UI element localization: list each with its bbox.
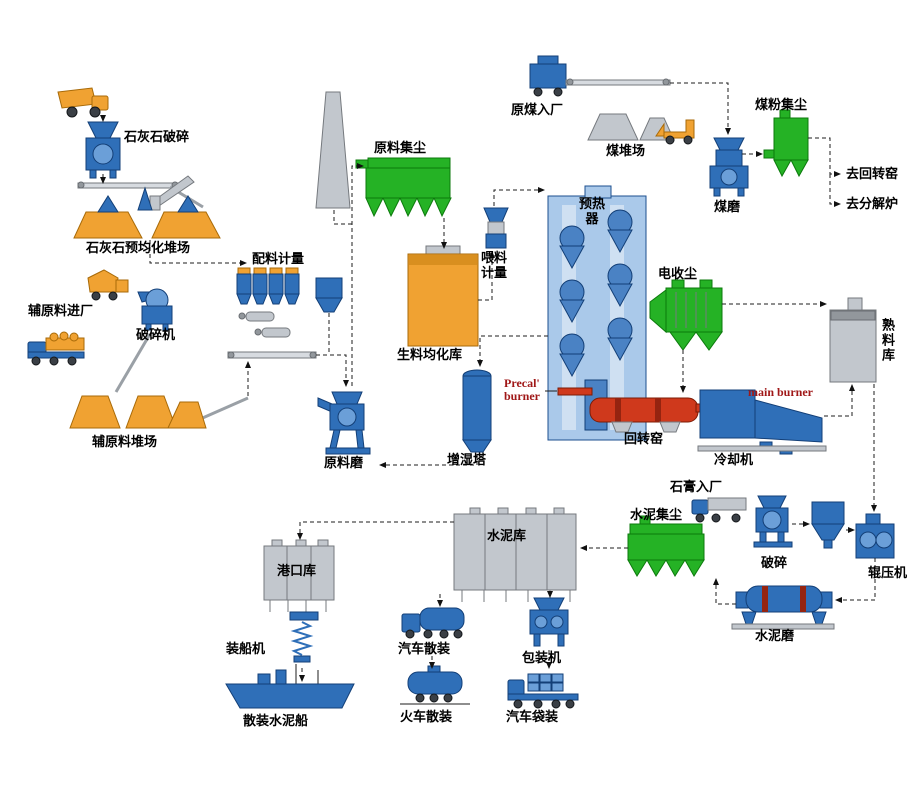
label-to-calciner: 去分解炉 xyxy=(846,196,899,211)
label-aux-material-entry: 辅原料进厂 xyxy=(28,303,94,318)
label-crusher-machine: 破碎机 xyxy=(136,327,176,342)
label-bulk-cement-ship: 散装水泥船 xyxy=(243,713,309,728)
label-crushing: 破碎 xyxy=(761,555,788,570)
precalciner-burner xyxy=(545,387,593,396)
cement-dust-collector xyxy=(627,515,705,577)
label-raw-material-dust: 原料集尘 xyxy=(374,140,427,155)
label-preheater: 预热器 xyxy=(578,196,605,226)
label-precal-burner: Precal' burner xyxy=(504,376,540,403)
feed-metering-unit xyxy=(483,207,509,249)
label-coal-mill: 煤磨 xyxy=(714,199,741,214)
clinker-silo xyxy=(829,297,877,383)
label-raw-coal-entry: 原煤入厂 xyxy=(511,102,564,117)
humidifying-tower xyxy=(462,369,492,453)
label-truck-bag: 汽车袋装 xyxy=(506,709,559,724)
grate-cooler xyxy=(695,389,827,455)
raw-meal-silo xyxy=(407,245,479,347)
label-roller-press: 辊压机 xyxy=(868,565,908,580)
cement-mill xyxy=(731,585,835,630)
label-cement-silo: 水泥库 xyxy=(487,528,527,543)
raw-mill xyxy=(317,391,371,455)
label-coal-powder-dust: 煤粉集尘 xyxy=(755,97,808,112)
bag-truck xyxy=(507,673,579,709)
label-gypsum-entry: 石膏入厂 xyxy=(670,479,723,494)
aux-conveyors xyxy=(114,333,249,422)
label-raw-mill: 原料磨 xyxy=(324,455,364,470)
label-packing-machine: 包装机 xyxy=(522,650,562,665)
label-esp: 电收尘 xyxy=(658,266,698,281)
aux-mixer-truck xyxy=(87,269,129,301)
limestone-stacker xyxy=(137,175,195,211)
label-port-silo: 港口库 xyxy=(277,563,317,578)
label-cooler: 冷却机 xyxy=(714,452,754,467)
label-ship-loader: 装船机 xyxy=(226,641,266,656)
label-humidifying-tower: 增湿塔 xyxy=(447,452,487,467)
label-truck-bulk: 汽车散装 xyxy=(398,641,451,656)
aux-crusher xyxy=(137,288,173,331)
press-feed-hopper xyxy=(811,501,845,549)
label-rotary-kiln: 回转窑 xyxy=(624,431,664,446)
batching-feeders xyxy=(238,311,291,338)
coal-mill xyxy=(709,137,749,197)
raw-material-dust-collector xyxy=(355,157,452,218)
rotary-kiln xyxy=(589,397,699,433)
label-cement-mill: 水泥磨 xyxy=(755,628,795,643)
gypsum-crusher xyxy=(753,495,793,548)
packing-machine xyxy=(529,597,569,647)
cement-silos xyxy=(453,507,577,602)
bulk-train xyxy=(400,665,470,705)
ship-loader xyxy=(289,611,319,663)
batching-conveyor xyxy=(227,351,317,359)
roller-press xyxy=(855,513,895,559)
label-limestone-crushing: 石灰石破碎 xyxy=(124,129,190,144)
label-to-rotary-kiln: 去回转窑 xyxy=(846,166,899,181)
gypsum-truck xyxy=(691,497,747,523)
bulk-truck xyxy=(401,607,465,639)
label-batching-metering: 配料计量 xyxy=(252,251,305,266)
label-main-burner: main burner xyxy=(748,385,814,399)
label-feed-metering: 喂料计量 xyxy=(480,250,507,280)
flow-connectors xyxy=(100,82,877,682)
coal-unloader xyxy=(529,55,567,97)
label-raw-meal-silo: 生料均化库 xyxy=(397,347,463,362)
port-silos xyxy=(263,539,335,612)
mill-feed-hopper xyxy=(315,277,343,313)
label-train-bulk: 火车散装 xyxy=(400,709,453,724)
coal-conveyor xyxy=(565,78,671,86)
esp-unit xyxy=(649,279,723,351)
batching-bins xyxy=(236,267,300,305)
aux-flatbed-truck xyxy=(27,331,85,366)
label-cement-dust: 水泥集尘 xyxy=(630,507,683,522)
coal-yard-piles xyxy=(587,113,675,141)
label-limestone-preblend-yard: 石灰石预均化堆场 xyxy=(86,240,191,255)
label-clinker-silo: 熟料库 xyxy=(880,318,895,363)
limestone-crusher xyxy=(85,121,121,179)
limestone-dump-truck xyxy=(57,87,109,118)
coal-dust-collector xyxy=(763,109,809,178)
label-coal-yard: 煤堆场 xyxy=(606,143,646,158)
aux-piles xyxy=(69,395,207,429)
coal-loader xyxy=(655,119,695,145)
chimney xyxy=(315,91,351,209)
bulk-cement-ship xyxy=(225,664,355,709)
limestone-preblend-piles xyxy=(73,195,221,239)
label-aux-material-yard: 辅原料堆场 xyxy=(92,434,158,449)
